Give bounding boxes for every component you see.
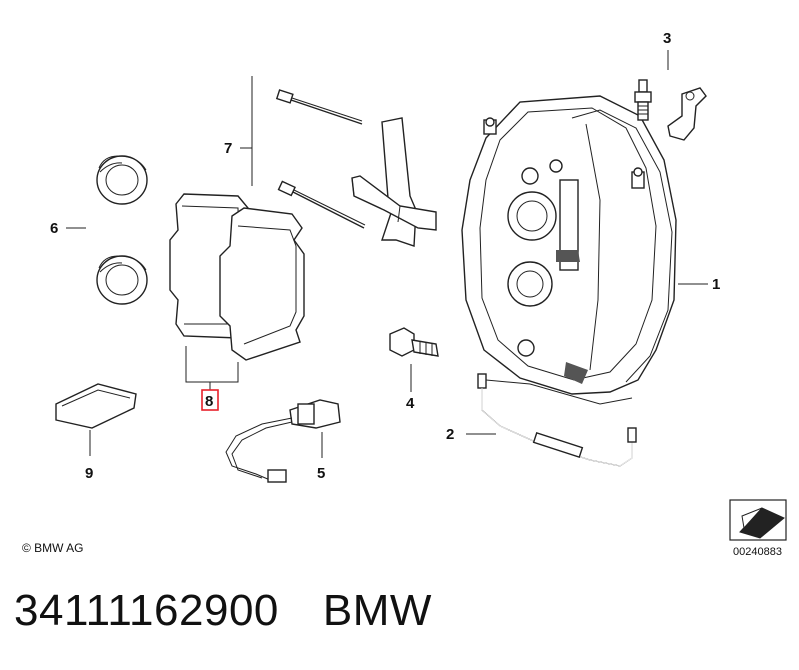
label-4: 4 (406, 395, 415, 412)
part-number: 34111162900 (14, 586, 279, 635)
label-2: 2 (446, 426, 454, 443)
label-5: 5 (317, 465, 325, 482)
label-9: 9 (85, 465, 93, 482)
guide-pin-upper (275, 89, 363, 125)
bleeder-valve-top (483, 117, 497, 135)
highlight-box (201, 389, 219, 411)
label-8: 8 (205, 393, 213, 410)
reference-symbol (729, 499, 787, 541)
guide-pin-lower (277, 180, 366, 229)
label-7: 7 (224, 140, 232, 157)
reference-code: 00240883 (733, 546, 782, 558)
boot-seal-lower (96, 255, 148, 305)
label-6: 6 (50, 220, 58, 237)
leader-8 (185, 346, 239, 383)
bleeder-screw (634, 79, 652, 121)
brake-line (477, 373, 637, 467)
label-1: 1 (712, 276, 720, 293)
brake-pad-front (219, 207, 305, 361)
brake-caliper (461, 95, 677, 395)
pad-wear-sensor (225, 399, 341, 483)
copyright-notice: © BMW AG (22, 541, 84, 555)
mounting-bracket (667, 87, 707, 141)
spring-clip (351, 117, 437, 247)
bleeder-valve-right (631, 167, 645, 189)
part-title: 34111162900 BMW (14, 586, 432, 636)
grease-packet (55, 383, 137, 429)
label-3: 3 (663, 30, 671, 47)
caliper-bolt (389, 327, 439, 357)
brand-name: BMW (322, 586, 432, 635)
boot-seal-upper (96, 155, 148, 205)
